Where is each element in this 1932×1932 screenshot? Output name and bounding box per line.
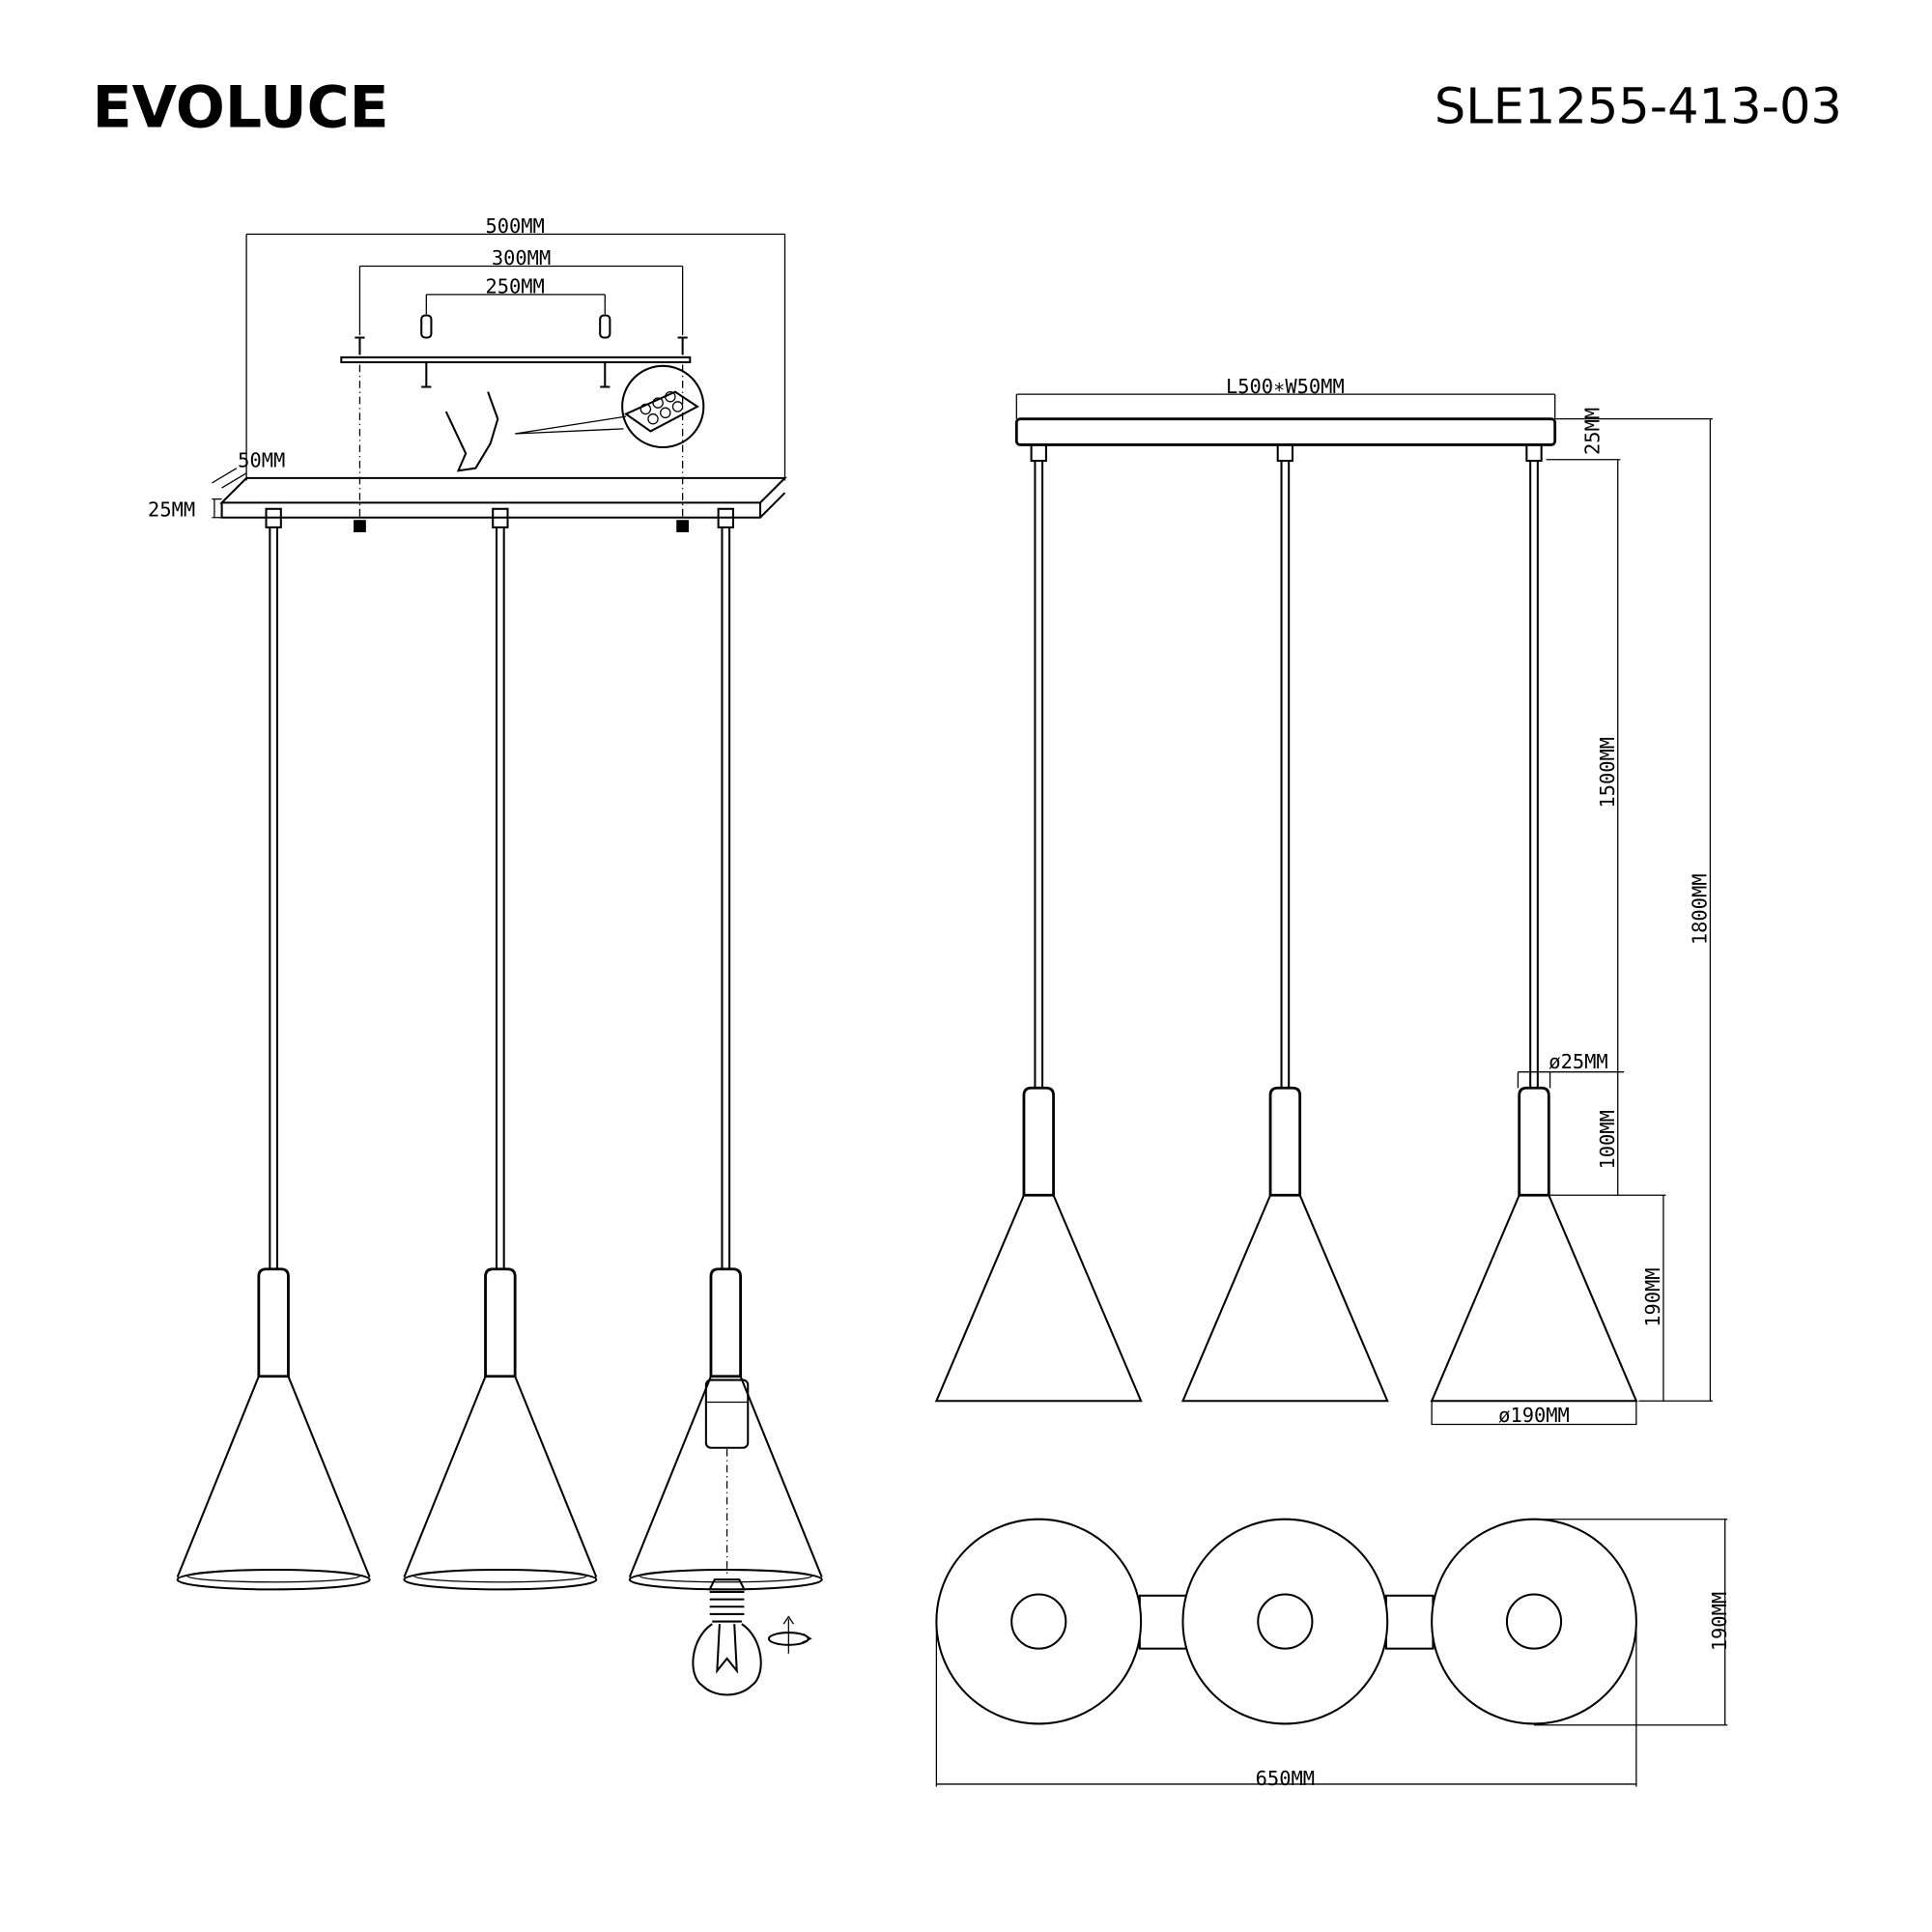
pendant-lamp: [934, 443, 1143, 1403]
mounting-bracket: [340, 355, 692, 364]
dim-190-bottom: 190MM: [1708, 1592, 1731, 1651]
dim-190-height: 190MM: [1641, 1267, 1664, 1326]
rotate-arrow-icon: [767, 1615, 812, 1654]
dim-650: 650MM: [1256, 1767, 1315, 1790]
dim-50: 50MM: [238, 448, 285, 471]
left-installation-view: 500MM 300MM 250MM: [148, 214, 823, 1696]
pendant-lamp: [176, 507, 371, 1591]
canopy-front: [1014, 417, 1557, 446]
model-number: SLE1255-413-03: [1435, 79, 1842, 136]
bulb-socket: [704, 1378, 750, 1449]
dim-holder-diameter: ø25MM: [1548, 1050, 1607, 1073]
pendant-lamp: [1430, 443, 1638, 1403]
pendant-lamp: [628, 507, 823, 1591]
dim-shade-diameter: ø190MM: [1498, 1404, 1570, 1427]
pendant-lamp: [1180, 443, 1389, 1403]
shade-bottom-circle: [935, 1518, 1143, 1725]
dim-250: 250MM: [485, 275, 544, 298]
terminal-block-icon: [623, 390, 699, 433]
dim-25-front: 25MM: [1581, 408, 1605, 455]
dim-1800: 1800MM: [1689, 873, 1712, 945]
screw-icon: [355, 336, 688, 355]
pendant-lamp: [403, 507, 598, 1591]
canopy: [219, 476, 787, 519]
shade-bottom-circle: [1181, 1518, 1389, 1725]
bottom-view: 190MM 650MM: [935, 1518, 1731, 1790]
dim-25-left: 25MM: [148, 497, 195, 521]
dim-100: 100MM: [1596, 1110, 1619, 1169]
light-bulb-icon: [692, 1578, 762, 1696]
shade-bottom-circle: [1431, 1518, 1637, 1725]
dim-300: 300MM: [492, 246, 551, 270]
dim-1500: 1500MM: [1596, 737, 1619, 809]
brand-logo: EVOLUCE: [93, 73, 389, 141]
front-elevation-view: L500∗W50MM 25MM 1500MM 100MM ø25MM 190MM…: [934, 375, 1713, 1427]
wire-icon: [444, 391, 499, 472]
dim-500: 500MM: [485, 214, 544, 238]
dim-canopy: L500∗W50MM: [1226, 375, 1345, 398]
wall-anchor-icon: [420, 314, 611, 388]
